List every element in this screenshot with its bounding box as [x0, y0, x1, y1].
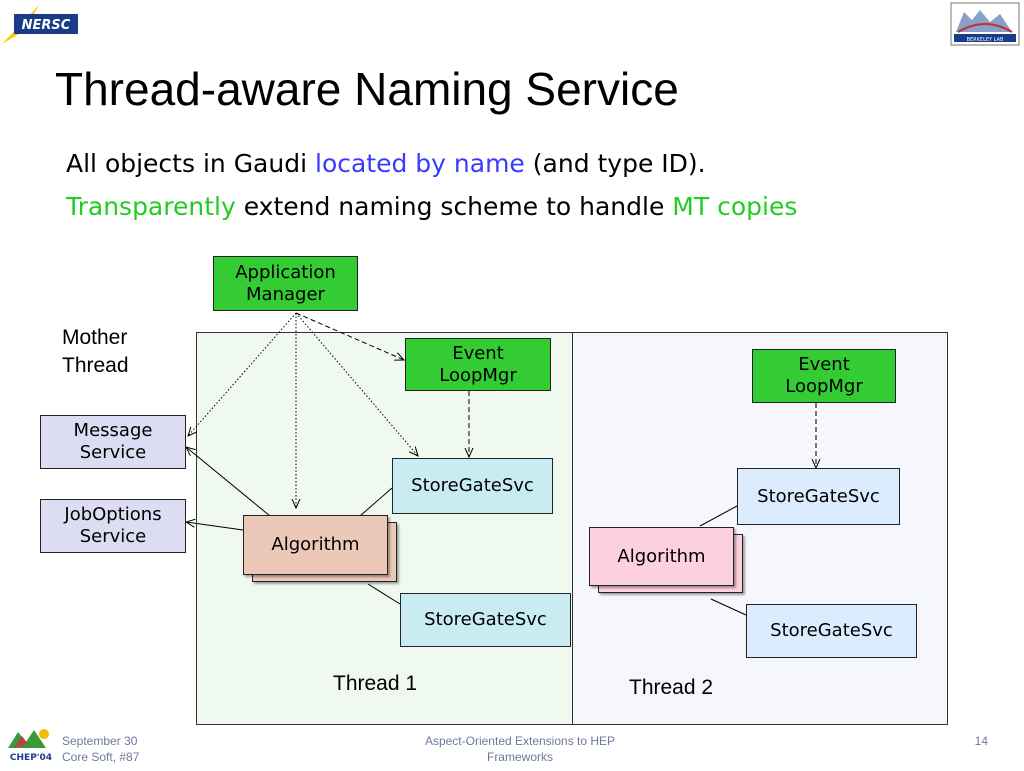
chep-logo: CHEP'04 — [4, 724, 58, 766]
bullet-1-highlight: located by name — [315, 149, 525, 178]
footer-center: Aspect-Oriented Extensions to HEP Framew… — [400, 733, 640, 765]
footer-left: September 30 Core Soft, #87 — [62, 733, 139, 765]
berkeley-lab-logo: BERKELEY LAB — [950, 2, 1020, 46]
nersc-logo-text: NERSC — [22, 18, 71, 33]
bullet-1-part-3: (and type ID). — [524, 149, 706, 178]
nersc-logo-icon: NERSC — [2, 4, 78, 44]
chep-logo-text: CHEP'04 — [10, 753, 52, 763]
thread-1-label: Thread 1 — [333, 672, 418, 695]
mother-thread-label: Mother Thread — [62, 326, 129, 377]
page-number: 14 — [974, 734, 988, 748]
bullet-line-2: Transparently extend naming scheme to ha… — [66, 185, 797, 228]
bullet-2-part-2: extend naming scheme to handle — [235, 192, 673, 221]
footer-title-line-2: Frameworks — [486, 750, 553, 764]
thread-2-algorithm-box: Algorithm — [589, 527, 734, 586]
thread-1-algorithm-box: Algorithm — [243, 515, 388, 575]
chep-logo-icon: CHEP'04 — [8, 729, 52, 763]
thread-2-event-loop-box: Event LoopMgr — [752, 349, 896, 403]
berkeley-lab-logo-icon: BERKELEY LAB — [950, 2, 1020, 46]
slide-title: Thread-aware Naming Service — [55, 63, 679, 115]
bullet-text: All objects in Gaudi located by name (an… — [66, 142, 797, 228]
nersc-logo: NERSC — [0, 0, 80, 50]
thread-1-storegate-bottom-box: StoreGateSvc — [400, 593, 571, 647]
bullet-2-highlight-2: MT copies — [672, 192, 798, 221]
thread-2-storegate-top-box: StoreGateSvc — [737, 468, 900, 525]
berkeley-lab-logo-text: BERKELEY LAB — [967, 37, 1004, 43]
application-manager-box: Application Manager — [213, 256, 358, 311]
thread-2-label: Thread 2 — [629, 676, 714, 699]
message-service-box: Message Service — [40, 415, 186, 469]
bullet-2-highlight-1: Transparently — [66, 192, 236, 221]
thread-2-storegate-bottom-box: StoreGateSvc — [746, 604, 917, 658]
thread-1-event-loop-box: Event LoopMgr — [405, 338, 551, 391]
footer-date: September 30 — [62, 734, 138, 748]
bullet-1-part-1: All objects in Gaudi — [66, 149, 315, 178]
bullet-line-1: All objects in Gaudi located by name (an… — [66, 142, 797, 185]
footer-conference: Core Soft, #87 — [62, 750, 140, 764]
footer-title-line-1: Aspect-Oriented Extensions to HEP — [424, 734, 616, 748]
joboptions-service-box: JobOptions Service — [40, 499, 186, 553]
thread-1-storegate-top-box: StoreGateSvc — [392, 458, 553, 514]
